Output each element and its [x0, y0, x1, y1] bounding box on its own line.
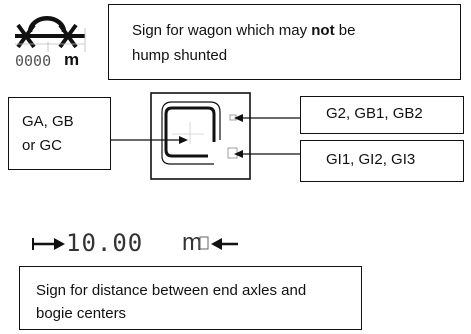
- right-top-label: G2, GB1, GB2: [326, 105, 423, 122]
- distance-sign-value: 10.00: [66, 229, 144, 257]
- distance-caption-box: [19, 266, 362, 330]
- distance-caption-line1: Sign for distance between end axles and: [36, 282, 307, 299]
- hump-sign-digits: 0000: [15, 52, 52, 70]
- right-bottom-label: GI1, GI2, GI3: [326, 151, 416, 168]
- hump-sign-caption-prefix: Sign for wagon which may: [132, 22, 312, 39]
- hump-sign-caption-box: [108, 4, 461, 80]
- right-bottom-label-box: [300, 140, 464, 182]
- left-label-line2: or GC: [22, 137, 63, 154]
- code-panel-diagram: [110, 92, 300, 180]
- hump-sign-caption-emphasis: not: [311, 22, 335, 39]
- hump-shunt-prohibited-icon: [15, 15, 86, 52]
- hump-sign-unit: m: [64, 50, 80, 69]
- hump-sign-caption-line2: hump shunted: [132, 47, 228, 64]
- distance-caption-line2: bogie centers: [36, 305, 127, 322]
- distance-right-arrow-icon: [199, 236, 238, 250]
- hump-sign-caption-line1: Sign for wagon which may not be: [132, 20, 355, 42]
- left-label-box: [8, 97, 111, 170]
- distance-left-arrow-icon: [32, 238, 65, 250]
- left-label-line1: GA, GB: [22, 113, 74, 130]
- right-top-label-box: [300, 96, 464, 134]
- hump-sign-caption-suffix: be: [334, 22, 356, 39]
- distance-sign-unit: m: [182, 229, 202, 256]
